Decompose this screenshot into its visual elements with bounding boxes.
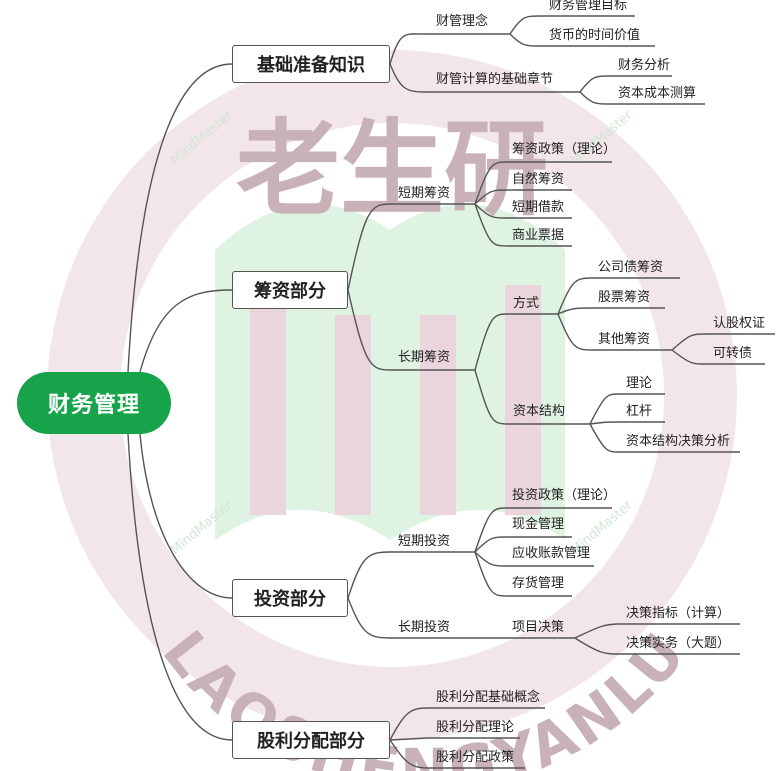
leaf-node[interactable]: 可转债 — [713, 346, 753, 361]
connector — [474, 551, 572, 597]
connector — [139, 433, 233, 599]
node-long-investment[interactable]: 长期投资 — [398, 620, 451, 635]
leaf-node[interactable]: 股票筹资 — [598, 290, 651, 305]
connector — [389, 63, 580, 93]
connector — [589, 421, 665, 425]
leaf-node[interactable]: 资本成本测算 — [618, 86, 697, 101]
connector — [574, 637, 740, 655]
leaf-node[interactable]: 资本结构决策分析 — [626, 434, 731, 449]
leaf-node[interactable]: 认股权证 — [713, 316, 766, 331]
leaf-node[interactable]: 决策指标（计算） — [626, 606, 731, 621]
connector — [474, 369, 590, 425]
connector — [389, 739, 525, 769]
branch-label: 投资部分 — [254, 589, 326, 610]
leaf-node[interactable]: 股利分配政策 — [436, 750, 515, 765]
leaf-node[interactable]: 财务管理目标 — [549, 0, 628, 13]
connector — [557, 277, 680, 315]
leaf-node[interactable]: 应收账款管理 — [512, 546, 591, 561]
connector — [127, 63, 233, 373]
branch-financing[interactable]: 筹资部分 — [232, 271, 348, 309]
watermark-chinese: 老生研 — [236, 108, 548, 230]
connector — [509, 15, 635, 35]
leaf-node[interactable]: 股利分配基础概念 — [436, 690, 541, 705]
connector — [589, 393, 665, 425]
node-long-financing[interactable]: 长期筹资 — [398, 350, 451, 365]
leaf-node[interactable]: 现金管理 — [512, 517, 565, 532]
leaf-node[interactable]: 筹资政策（理论） — [512, 142, 617, 157]
connector — [557, 307, 665, 315]
branch-dividend[interactable]: 股利分配部分 — [232, 721, 390, 759]
branch-label: 基础准备知识 — [257, 55, 365, 76]
node-short-investment[interactable]: 短期投资 — [398, 534, 451, 549]
connector — [347, 203, 475, 291]
leaf-node[interactable]: 决策实务（大题） — [626, 636, 731, 651]
node-capital-structure[interactable]: 资本结构 — [513, 404, 566, 419]
connector — [589, 423, 740, 453]
node-other-financing[interactable]: 其他筹资 — [598, 332, 651, 347]
connector — [574, 623, 740, 639]
connector — [474, 313, 558, 371]
node-project-decision[interactable]: 项目决策 — [512, 620, 565, 635]
watermark-bar — [335, 315, 371, 515]
leaf-node[interactable]: 短期借款 — [512, 200, 565, 215]
watermark-bar — [420, 315, 456, 515]
leaf-node[interactable]: 公司债筹资 — [598, 260, 664, 275]
node-short-financing[interactable]: 短期筹资 — [398, 186, 451, 201]
node-method[interactable]: 方式 — [513, 296, 540, 311]
connector — [474, 536, 572, 553]
leaf-node[interactable]: 杠杆 — [626, 404, 653, 419]
connector — [127, 433, 233, 741]
leaf-node[interactable]: 存货管理 — [512, 576, 565, 591]
connector — [474, 161, 612, 205]
leaf-node[interactable]: 自然筹资 — [512, 172, 565, 187]
root-node[interactable]: 财务管理 — [17, 372, 171, 434]
connector — [474, 507, 612, 553]
branch-basic[interactable]: 基础准备知识 — [232, 45, 390, 83]
connector — [474, 551, 594, 567]
connector — [474, 203, 572, 247]
connector — [579, 75, 672, 93]
connector — [474, 203, 572, 219]
branch-label: 筹资部分 — [254, 281, 326, 302]
leaf-node[interactable]: 投资政策（理论） — [512, 488, 617, 503]
connector — [671, 349, 765, 365]
watermark-bar — [505, 285, 541, 515]
connector — [347, 597, 475, 639]
connector — [347, 289, 475, 371]
connector — [509, 33, 655, 47]
root-label: 财务管理 — [47, 393, 140, 418]
connector — [347, 551, 475, 599]
watermark-bar — [250, 285, 286, 515]
node-calc-basis[interactable]: 财管计算的基础章节 — [436, 72, 554, 87]
connector — [389, 737, 520, 741]
leaf-node[interactable]: 商业票据 — [512, 228, 565, 243]
leaf-node[interactable]: 股利分配理论 — [436, 720, 515, 735]
leaf-node[interactable]: 理论 — [626, 376, 653, 391]
connector — [579, 91, 705, 105]
connector — [389, 33, 510, 65]
branch-investment[interactable]: 投资部分 — [232, 579, 348, 617]
branch-label: 股利分配部分 — [257, 731, 365, 752]
connector — [474, 189, 572, 205]
connector — [557, 313, 672, 351]
connector — [671, 333, 775, 351]
leaf-node[interactable]: 财务分析 — [618, 58, 671, 73]
leaf-node[interactable]: 货币的时间价值 — [549, 28, 641, 43]
connector — [389, 707, 545, 741]
node-concept[interactable]: 财管理念 — [436, 14, 489, 29]
connector — [139, 289, 233, 373]
